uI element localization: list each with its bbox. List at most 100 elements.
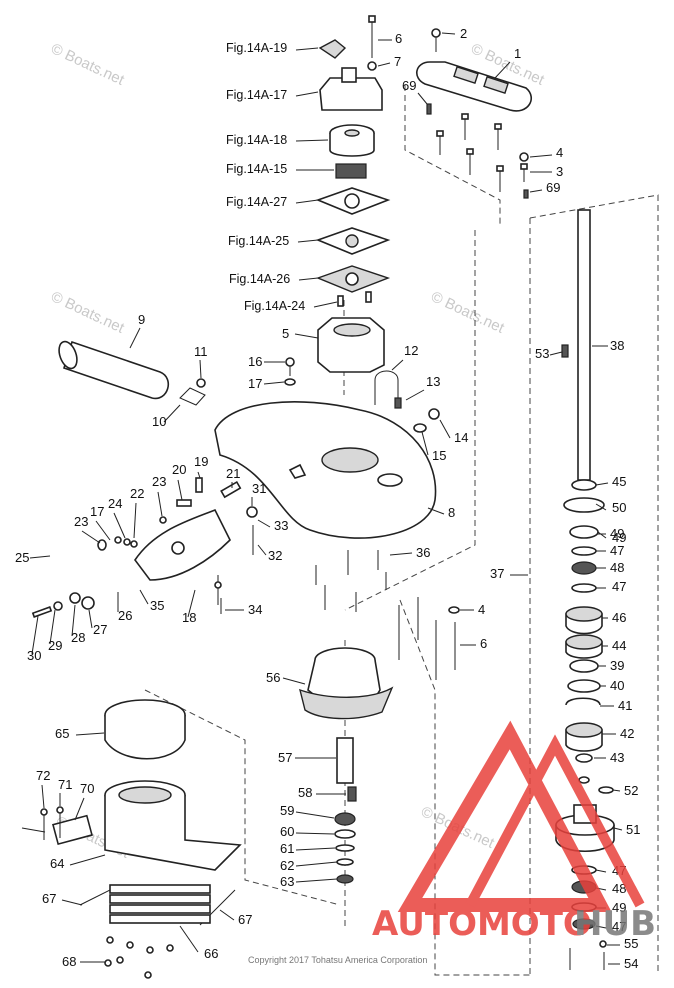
leader-line [297, 239, 319, 243]
part-number-label: 53 [535, 346, 549, 361]
part-number-label: 17 [248, 376, 262, 391]
leader-line [295, 199, 319, 204]
part-number-label: 26 [118, 608, 132, 623]
part-number-label: 59 [280, 803, 294, 818]
leader-line [295, 47, 319, 51]
part-number-label: 7 [394, 54, 401, 69]
part-number-label: 4 [556, 145, 563, 160]
part-number-label: 6 [395, 31, 402, 46]
leader-line [417, 92, 428, 105]
leader-line [391, 359, 404, 371]
part-number-label: 2 [460, 26, 467, 41]
part-number-label: 29 [48, 638, 62, 653]
figure-reference-label: Fig.14A-17 [226, 88, 287, 102]
part-number-label: 28 [71, 630, 85, 645]
part-number-label: 14 [454, 430, 468, 445]
part-number-label: 66 [204, 946, 218, 961]
part-number-label: 21 [226, 466, 240, 481]
leader-line [494, 61, 511, 79]
leader-line [263, 381, 285, 385]
leader-line [41, 784, 45, 809]
leader-line [389, 552, 413, 556]
part-number-label: 45 [612, 474, 626, 489]
part-number-label: 23 [74, 514, 88, 529]
part-number-label: 39 [610, 658, 624, 673]
leader-line [75, 732, 105, 736]
leader-line [113, 512, 126, 539]
part-number-label: 43 [610, 750, 624, 765]
leader-line [595, 925, 607, 929]
leader-line [441, 32, 456, 35]
leader-line [295, 878, 338, 883]
part-number-label: 15 [432, 448, 446, 463]
part-number-label: 60 [280, 824, 294, 839]
leader-line [177, 479, 183, 501]
part-number-label: 18 [182, 610, 196, 625]
nozzle-assembly [21, 699, 242, 871]
drive-shaft-stack [555, 209, 615, 970]
part-number-label: 50 [612, 500, 626, 515]
copyright-text: Copyright 2017 Tohatsu America Corporati… [248, 955, 427, 965]
leader-line [282, 677, 306, 685]
part-number-label: 30 [27, 648, 41, 663]
part-number-label: 13 [426, 374, 440, 389]
part-number-label: 34 [248, 602, 262, 617]
part-number-label: 35 [150, 598, 164, 613]
intake-housing [214, 401, 437, 539]
part-number-label: 56 [266, 670, 280, 685]
leader-line [61, 899, 83, 906]
part-number-label: 6 [480, 636, 487, 651]
leader-line [74, 797, 85, 821]
top-plate [416, 61, 532, 112]
figure-reference-label: Fig.14A-27 [226, 195, 287, 209]
part-number-label: 49 [612, 900, 626, 915]
leader-line [257, 544, 267, 556]
part-number-label: 32 [268, 548, 282, 563]
part-number-label: 9 [138, 312, 145, 327]
part-number-label: 49 [610, 526, 624, 541]
leader-line [295, 91, 319, 97]
leader-line [81, 530, 101, 544]
part-number-label: 47 [610, 543, 624, 558]
figure-reference-label: Fig.14A-18 [226, 133, 287, 147]
leader-line [257, 519, 271, 528]
water-pump-stack [315, 39, 391, 373]
brand-logo: AUTOMOTO HUB [372, 720, 656, 944]
leader-line [31, 615, 39, 655]
leader-line [295, 847, 336, 851]
part-number-label: 69 [546, 180, 560, 195]
figure-reference-label: Fig.14A-15 [226, 162, 287, 176]
part-number-label: 57 [278, 750, 292, 765]
bolt-group-top [367, 15, 529, 199]
leader-line [179, 925, 199, 953]
impeller-stack [299, 647, 394, 884]
part-number-label: 67 [238, 912, 252, 927]
part-number-label: 40 [610, 678, 624, 693]
part-number-label: 47 [612, 579, 626, 594]
part-number-label: 25 [15, 550, 29, 565]
part-number-label: 38 [610, 338, 624, 353]
watermark: © Boats.net [48, 40, 127, 89]
leader-line [163, 404, 181, 423]
leader-line [529, 189, 543, 193]
leader-line [69, 854, 106, 866]
part-number-label: 16 [248, 354, 262, 369]
part-number-label: 46 [612, 610, 626, 625]
leader-line [199, 359, 202, 379]
leader-line [29, 555, 51, 559]
part-number-label: 54 [624, 956, 638, 971]
part-number-label: 5 [282, 326, 289, 341]
figure-reference-label: Fig.14A-24 [244, 299, 305, 313]
intake-grate [79, 884, 236, 979]
leader-line [197, 471, 201, 479]
leader-line [295, 811, 335, 819]
hose-fittings [374, 370, 440, 433]
leader-line [377, 62, 391, 67]
tube [58, 340, 170, 400]
brand-text-right: HUB [574, 904, 656, 944]
part-number-label: 61 [280, 841, 294, 856]
part-number-label: 67 [42, 891, 56, 906]
leader-line [133, 502, 137, 539]
